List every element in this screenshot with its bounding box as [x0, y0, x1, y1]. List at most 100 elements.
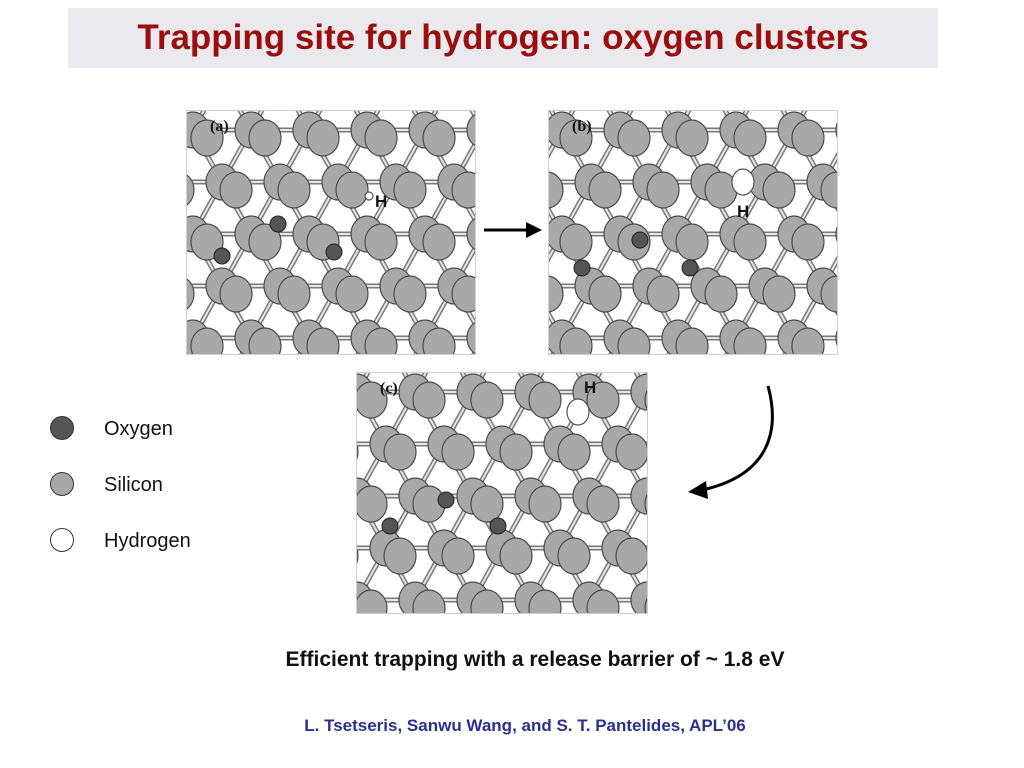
silicon-atom	[466, 321, 476, 355]
silicon-atom	[470, 381, 504, 419]
silicon-atom	[559, 327, 593, 355]
silicon-atom	[306, 327, 340, 355]
right-arrow-icon	[484, 222, 542, 238]
lattice-diagram-a	[186, 110, 476, 355]
silicon-atom	[393, 275, 427, 313]
silicon-atom	[528, 485, 562, 523]
silicon-atom	[219, 275, 253, 313]
atom-group	[186, 111, 476, 355]
silicon-atom	[733, 327, 767, 355]
silicon-atom	[528, 589, 562, 614]
silicon-atom	[412, 381, 446, 419]
silicon-atom	[451, 171, 476, 209]
silicon-atom	[548, 275, 564, 313]
silicon-atom	[675, 223, 709, 261]
oxygen-atom	[269, 215, 287, 233]
silicon-atom	[356, 381, 388, 419]
silicon-atom	[528, 381, 562, 419]
silicon-atom	[675, 119, 709, 157]
silicon-atom	[277, 275, 311, 313]
hydrogen-atom	[364, 191, 374, 201]
silicon-atom	[499, 433, 533, 471]
legend-label-oxygen: Oxygen	[104, 418, 173, 440]
panel-b-label: (b)	[572, 118, 592, 135]
silicon-atom	[383, 433, 417, 471]
title-bar: Trapping site for hydrogen: oxygen clust…	[68, 8, 938, 68]
oxygen-atom	[681, 259, 699, 277]
silicon-atom	[466, 113, 476, 147]
silicon-atom	[383, 537, 417, 575]
panel-b: (b) H	[548, 110, 838, 355]
oxygen-atom	[573, 259, 591, 277]
silicon-atom	[499, 537, 533, 575]
silicon-atom	[441, 433, 475, 471]
silicon-atom	[248, 223, 282, 261]
slide-title: Trapping site for hydrogen: oxygen clust…	[137, 18, 869, 57]
silicon-atom	[586, 485, 620, 523]
silicon-atom	[646, 275, 680, 313]
atom-group	[356, 373, 648, 614]
silicon-atom-icon	[50, 472, 74, 496]
silicon-atom	[617, 119, 651, 157]
silicon-atom	[588, 171, 622, 209]
panel-a: (a) H	[186, 110, 476, 355]
silicon-atom	[186, 173, 195, 207]
oxygen-atom	[631, 231, 649, 249]
oxygen-atom	[489, 517, 507, 535]
silicon-atom	[393, 171, 427, 209]
oxygen-atom-icon	[50, 416, 74, 440]
silicon-atom	[466, 217, 476, 251]
silicon-atom	[364, 327, 398, 355]
silicon-atom	[422, 119, 456, 157]
silicon-atom	[335, 171, 369, 209]
silicon-atom	[557, 433, 591, 471]
oxygen-atom	[381, 517, 399, 535]
silicon-atom	[559, 223, 593, 261]
silicon-atom	[356, 589, 388, 614]
silicon-atom	[791, 223, 825, 261]
silicon-atom	[791, 119, 825, 157]
silicon-atom	[762, 171, 796, 209]
hydrogen-atom-icon	[50, 528, 74, 552]
caption: Efficient trapping with a release barrie…	[285, 648, 785, 671]
silicon-atom	[364, 119, 398, 157]
silicon-atom	[422, 223, 456, 261]
lattice-diagram-b	[548, 110, 838, 355]
panel-c-hydrogen-label: H	[584, 378, 597, 397]
panel-a-hydrogen-label: H	[375, 192, 388, 211]
silicon-atom	[733, 119, 767, 157]
silicon-atom	[364, 223, 398, 261]
panel-c: (c) H	[356, 372, 648, 614]
silicon-atom	[646, 171, 680, 209]
silicon-atom	[586, 381, 620, 419]
silicon-atom	[356, 485, 388, 523]
silicon-atom	[470, 589, 504, 614]
lattice-diagram-c	[356, 372, 648, 614]
silicon-atom	[190, 327, 224, 355]
silicon-atom	[762, 275, 796, 313]
hydrogen-atom	[566, 398, 590, 426]
silicon-atom	[559, 119, 593, 157]
silicon-atom	[186, 277, 195, 311]
citation: L. Tsetseris, Sanwu Wang, and S. T. Pant…	[304, 716, 746, 735]
silicon-atom	[557, 537, 591, 575]
silicon-atom	[615, 537, 648, 575]
oxygen-atom	[325, 243, 343, 261]
oxygen-atom	[437, 491, 455, 509]
silicon-atom	[733, 223, 767, 261]
silicon-atom	[586, 589, 620, 614]
silicon-atom	[277, 171, 311, 209]
silicon-atom	[190, 223, 224, 261]
silicon-atom	[441, 537, 475, 575]
silicon-atom	[615, 433, 648, 471]
panel-b-hydrogen-label: H	[737, 202, 750, 221]
panel-c-label: (c)	[380, 380, 398, 397]
silicon-atom	[548, 171, 564, 209]
silicon-atom	[248, 327, 282, 355]
silicon-atom	[617, 327, 651, 355]
hydrogen-atom	[731, 168, 755, 196]
silicon-atom	[588, 275, 622, 313]
oxygen-atom	[213, 247, 231, 265]
legend-label-silicon: Silicon	[104, 474, 163, 496]
panel-frame	[356, 372, 648, 614]
